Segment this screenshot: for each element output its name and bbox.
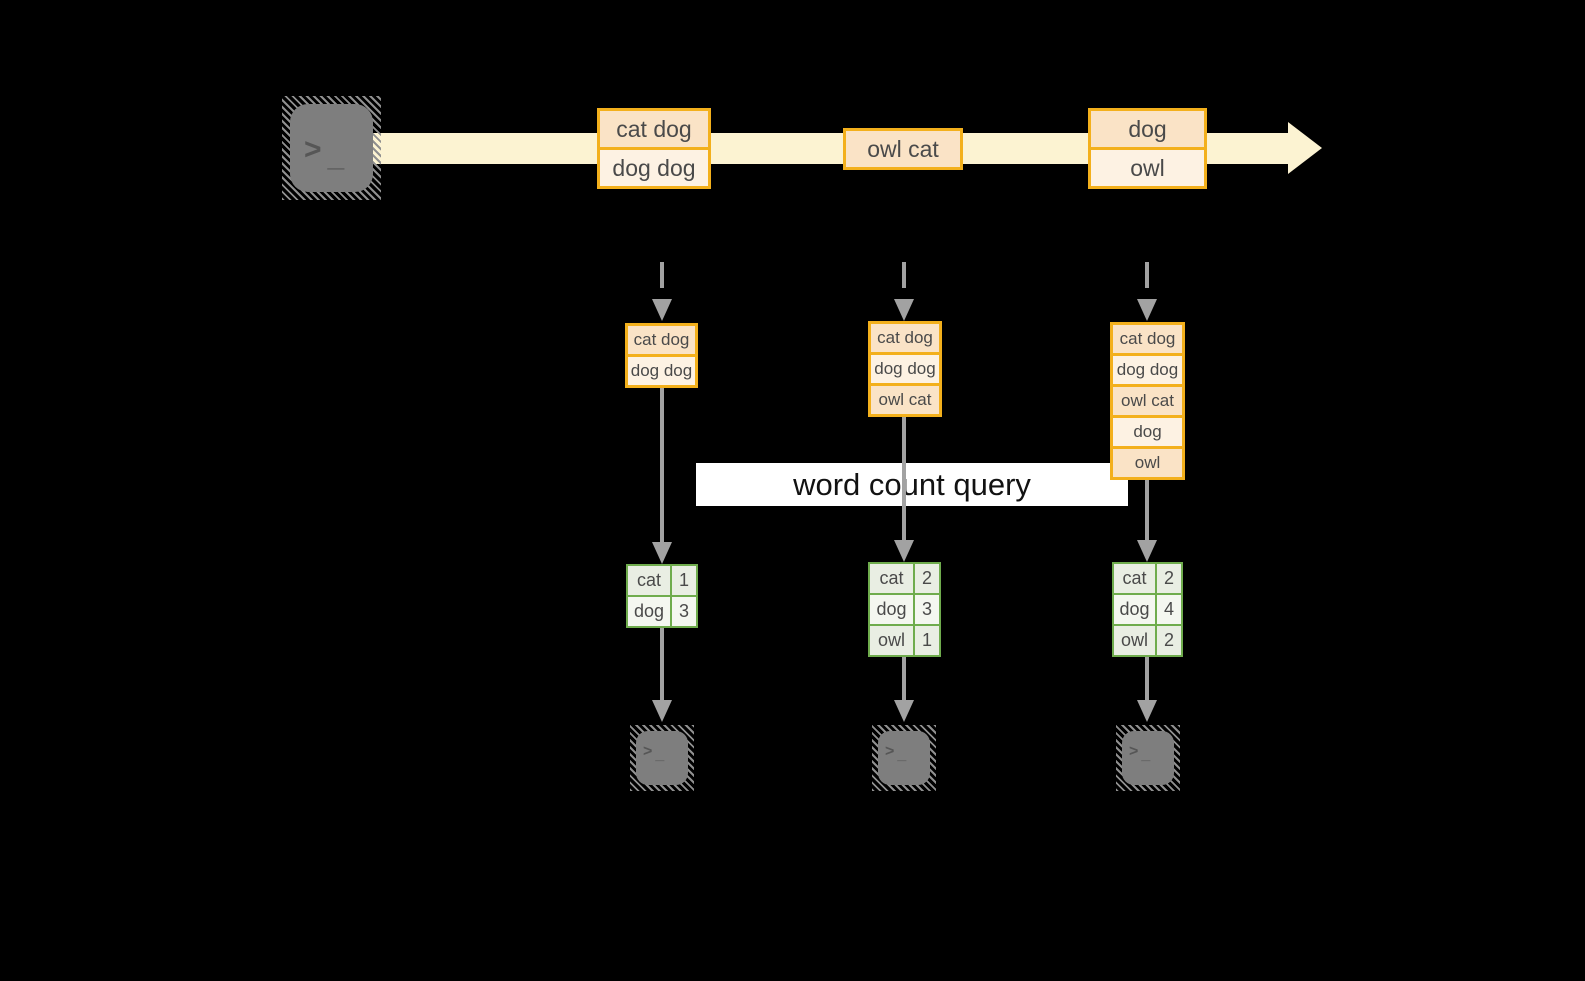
trigger-arrowhead-3 bbox=[1137, 299, 1157, 321]
sink-terminal-icon-3: > _ bbox=[1116, 725, 1180, 791]
trigger-arrow-3 bbox=[1145, 262, 1149, 299]
output-arrowhead-2 bbox=[894, 700, 914, 722]
batch-item: cat dog bbox=[1113, 325, 1182, 353]
source-terminal-icon: > _ bbox=[282, 96, 381, 200]
input-batch-1: cat dog dog dog bbox=[625, 323, 698, 388]
prompt-cursor: _ bbox=[655, 746, 664, 763]
word-cell: owl bbox=[870, 626, 913, 655]
prompt-chevron: > bbox=[643, 742, 653, 760]
count-cell: 2 bbox=[1157, 564, 1181, 593]
query-label: word count query bbox=[793, 466, 1031, 502]
input-batch-3: cat dog dog dog owl cat dog owl bbox=[1110, 322, 1185, 480]
prompt-chevron: > bbox=[304, 133, 322, 166]
terminal-prompt-icon: > _ bbox=[1129, 739, 1150, 764]
trigger-arrow-2 bbox=[902, 262, 906, 299]
result-table-2: cat 2 dog 3 owl 1 bbox=[868, 562, 941, 657]
count-cell: 2 bbox=[915, 564, 939, 593]
prompt-cursor: _ bbox=[1141, 746, 1150, 763]
terminal-prompt-icon: > _ bbox=[304, 126, 345, 174]
terminal-prompt-icon: > _ bbox=[643, 739, 664, 764]
table-row: cat 2 bbox=[870, 564, 939, 593]
stream-event-group-3: dog owl bbox=[1088, 108, 1207, 189]
result-table-3: cat 2 dog 4 owl 2 bbox=[1112, 562, 1183, 657]
trigger-arrow-1 bbox=[660, 262, 664, 299]
table-row: dog 4 bbox=[1114, 595, 1181, 624]
stream-event: dog dog bbox=[600, 150, 708, 186]
table-row: owl 2 bbox=[1114, 626, 1181, 655]
source-terminal-screen: > _ bbox=[290, 104, 373, 192]
input-batch-2: cat dog dog dog owl cat bbox=[868, 321, 942, 417]
trigger-arrowhead-1 bbox=[652, 299, 672, 321]
query-arrow-2 bbox=[902, 417, 906, 540]
table-row: cat 1 bbox=[628, 566, 696, 595]
output-arrowhead-3 bbox=[1137, 700, 1157, 722]
batch-item: dog dog bbox=[1113, 356, 1182, 384]
stream-event-group-1: cat dog dog dog bbox=[597, 108, 711, 189]
count-cell: 4 bbox=[1157, 595, 1181, 624]
stream-event-group-2: owl cat bbox=[843, 128, 963, 170]
word-cell: dog bbox=[628, 597, 670, 626]
table-row: owl 1 bbox=[870, 626, 939, 655]
count-cell: 2 bbox=[1157, 626, 1181, 655]
count-cell: 1 bbox=[672, 566, 696, 595]
batch-item: owl cat bbox=[1113, 387, 1182, 415]
word-cell: owl bbox=[1114, 626, 1155, 655]
output-arrowhead-1 bbox=[652, 700, 672, 722]
table-row: cat 2 bbox=[1114, 564, 1181, 593]
batch-item: cat dog bbox=[628, 326, 695, 354]
batch-item: dog bbox=[1113, 418, 1182, 446]
word-cell: dog bbox=[870, 595, 913, 624]
output-arrow-1 bbox=[660, 628, 664, 700]
count-cell: 1 bbox=[915, 626, 939, 655]
prompt-chevron: > bbox=[885, 742, 895, 760]
stream-event: owl cat bbox=[846, 131, 960, 167]
terminal-prompt-icon: > _ bbox=[885, 739, 906, 764]
word-cell: dog bbox=[1114, 595, 1155, 624]
stream-event: cat dog bbox=[600, 111, 708, 147]
prompt-chevron: > bbox=[1129, 742, 1139, 760]
batch-item: owl cat bbox=[871, 386, 939, 414]
word-cell: cat bbox=[628, 566, 670, 595]
prompt-cursor: _ bbox=[327, 140, 345, 173]
stream-timeline-arrowhead-icon bbox=[1288, 122, 1322, 174]
count-cell: 3 bbox=[915, 595, 939, 624]
sink-terminal-icon-1: > _ bbox=[630, 725, 694, 791]
result-table-1: cat 1 dog 3 bbox=[626, 564, 698, 628]
table-row: dog 3 bbox=[628, 597, 696, 626]
trigger-arrowhead-2 bbox=[894, 299, 914, 321]
batch-item: owl bbox=[1113, 449, 1182, 477]
query-arrow-3 bbox=[1145, 480, 1149, 540]
prompt-cursor: _ bbox=[897, 746, 906, 763]
query-arrow-1 bbox=[660, 388, 664, 542]
batch-item: dog dog bbox=[628, 357, 695, 385]
sink-terminal-screen: > _ bbox=[636, 731, 688, 785]
query-arrowhead-2 bbox=[894, 540, 914, 562]
output-arrow-3 bbox=[1145, 657, 1149, 700]
query-arrowhead-1 bbox=[652, 542, 672, 564]
sink-terminal-icon-2: > _ bbox=[872, 725, 936, 791]
table-row: dog 3 bbox=[870, 595, 939, 624]
query-arrowhead-3 bbox=[1137, 540, 1157, 562]
sink-terminal-screen: > _ bbox=[1122, 731, 1174, 785]
sink-terminal-screen: > _ bbox=[878, 731, 930, 785]
word-cell: cat bbox=[1114, 564, 1155, 593]
batch-item: dog dog bbox=[871, 355, 939, 383]
query-label-banner: word count query bbox=[696, 463, 1128, 506]
word-cell: cat bbox=[870, 564, 913, 593]
output-arrow-2 bbox=[902, 657, 906, 700]
stream-event: dog bbox=[1091, 111, 1204, 147]
count-cell: 3 bbox=[672, 597, 696, 626]
stream-event: owl bbox=[1091, 150, 1204, 186]
batch-item: cat dog bbox=[871, 324, 939, 352]
